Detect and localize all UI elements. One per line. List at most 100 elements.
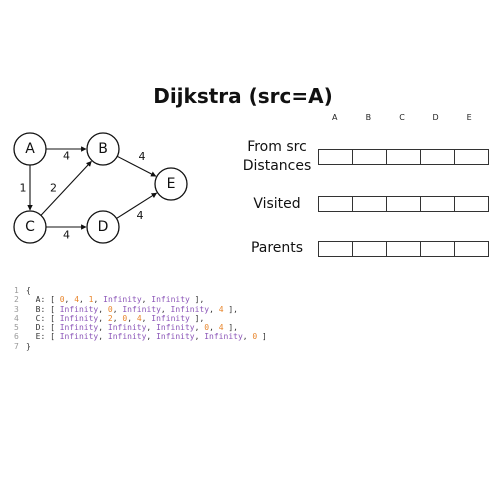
code-value: 0 bbox=[107, 304, 113, 314]
code-value: 4 bbox=[74, 295, 80, 305]
visited-cell bbox=[421, 197, 455, 211]
distance-cell bbox=[319, 150, 353, 164]
distance-cell bbox=[421, 150, 455, 164]
edge-weight-label: 4 bbox=[63, 150, 70, 163]
code-key: C: [ bbox=[26, 313, 60, 323]
page-title: Dijkstra (src=A) bbox=[153, 84, 333, 108]
code-key: E: [ bbox=[26, 332, 60, 342]
code-key: } bbox=[26, 341, 31, 351]
code-value: 4 bbox=[218, 304, 224, 314]
code-line: 6 E: [ Infinity, Infinity, Infinity, Inf… bbox=[14, 332, 267, 342]
distances-label-line2: Distances bbox=[242, 158, 312, 174]
code-key: D: [ bbox=[26, 323, 60, 333]
code-value: 0 bbox=[59, 295, 65, 305]
node-d: D bbox=[86, 210, 120, 244]
edge-weight-label: 2 bbox=[50, 182, 57, 195]
code-value: 0 bbox=[204, 323, 210, 333]
visited-cell bbox=[387, 197, 421, 211]
distances-row bbox=[318, 149, 489, 165]
code-value: Infinity bbox=[151, 313, 190, 323]
code-value: 4 bbox=[136, 313, 142, 323]
distances-label: From src Distances bbox=[212, 138, 342, 176]
parent-cell bbox=[353, 242, 387, 256]
edge-weight-label: 4 bbox=[63, 229, 70, 242]
code-value: Infinity bbox=[59, 304, 99, 314]
node-label: A bbox=[25, 141, 35, 157]
column-header-e: E bbox=[466, 113, 472, 122]
column-header-c: C bbox=[399, 113, 405, 122]
code-value: Infinity bbox=[59, 323, 99, 333]
visited-cell bbox=[353, 197, 387, 211]
node-c: C bbox=[13, 210, 47, 244]
adjacency-matrix-code: 1{2 A: [ 0, 4, 1, Infinity, Infinity ],3… bbox=[14, 286, 267, 351]
node-circle bbox=[13, 210, 47, 244]
node-a: A bbox=[13, 132, 47, 166]
parents-label: Parents bbox=[250, 240, 304, 256]
node-circle bbox=[154, 167, 188, 201]
edge-weight-label: 4 bbox=[139, 150, 146, 163]
node-label: E bbox=[167, 176, 176, 192]
column-header-a: A bbox=[332, 113, 338, 122]
code-value: Infinity bbox=[122, 304, 161, 314]
code-line: 3 B: [ Infinity, 0, Infinity, Infinity, … bbox=[14, 304, 238, 314]
code-key: B: [ bbox=[26, 304, 60, 314]
code-line: 5 D: [ Infinity, Infinity, Infinity, 0, … bbox=[14, 323, 238, 333]
code-value: 4 bbox=[218, 323, 224, 333]
code-value: Infinity bbox=[59, 313, 99, 323]
parent-cell bbox=[387, 242, 421, 256]
code-value: Infinity bbox=[103, 295, 142, 305]
node-label: B bbox=[98, 141, 108, 157]
code-value: Infinity bbox=[156, 332, 195, 342]
node-label: C bbox=[25, 219, 35, 235]
code-value: Infinity bbox=[170, 304, 210, 314]
column-header-d: D bbox=[432, 113, 439, 122]
parents-row bbox=[318, 241, 489, 257]
code-value: 2 bbox=[107, 313, 113, 323]
line-number: 6 bbox=[14, 332, 19, 342]
edge-d-e bbox=[116, 192, 158, 219]
code-value: 0 bbox=[122, 313, 128, 323]
node-label: D bbox=[98, 219, 109, 235]
edge-c-b bbox=[40, 161, 92, 216]
node-circle bbox=[86, 132, 120, 166]
distance-cell bbox=[353, 150, 387, 164]
node-circle bbox=[13, 132, 47, 166]
visited-cell bbox=[319, 197, 353, 211]
line-number: 2 bbox=[14, 295, 19, 305]
parent-cell bbox=[455, 242, 488, 256]
parent-cell bbox=[421, 242, 455, 256]
code-value: Infinity bbox=[107, 323, 147, 333]
edge-weight-label: 4 bbox=[137, 209, 144, 222]
code-line: 2 A: [ 0, 4, 1, Infinity, Infinity ], bbox=[14, 295, 205, 305]
line-number: 4 bbox=[14, 313, 19, 323]
distances-label-line1: From src bbox=[247, 139, 307, 155]
edge-b-e bbox=[116, 155, 157, 177]
line-number: 7 bbox=[14, 341, 19, 351]
column-headers: A B C D E bbox=[318, 113, 486, 122]
line-number: 5 bbox=[14, 323, 19, 333]
code-key: { bbox=[26, 286, 31, 295]
node-e: E bbox=[154, 167, 188, 201]
visited-label: Visited bbox=[253, 196, 301, 212]
code-line: 4 C: [ Infinity, 2, 0, 4, Infinity ], bbox=[14, 313, 205, 323]
edge-weight-label: 1 bbox=[20, 182, 27, 195]
node-b: B bbox=[86, 132, 120, 166]
column-header-b: B bbox=[365, 113, 372, 122]
code-value: Infinity bbox=[151, 295, 190, 305]
line-number: 1 bbox=[14, 286, 19, 295]
line-number: 3 bbox=[14, 304, 19, 314]
code-value: Infinity bbox=[156, 323, 195, 333]
distance-cell bbox=[455, 150, 488, 164]
code-value: Infinity bbox=[107, 332, 147, 342]
code-value: Infinity bbox=[204, 332, 243, 342]
code-value: 0 bbox=[252, 332, 258, 342]
code-value: Infinity bbox=[59, 332, 99, 342]
node-circle bbox=[86, 210, 120, 244]
visited-cell bbox=[455, 197, 488, 211]
code-value: 1 bbox=[88, 295, 94, 305]
visited-row bbox=[318, 196, 489, 212]
distance-cell bbox=[387, 150, 421, 164]
code-line: 1{ bbox=[14, 286, 267, 295]
code-line: 7} bbox=[14, 342, 267, 351]
